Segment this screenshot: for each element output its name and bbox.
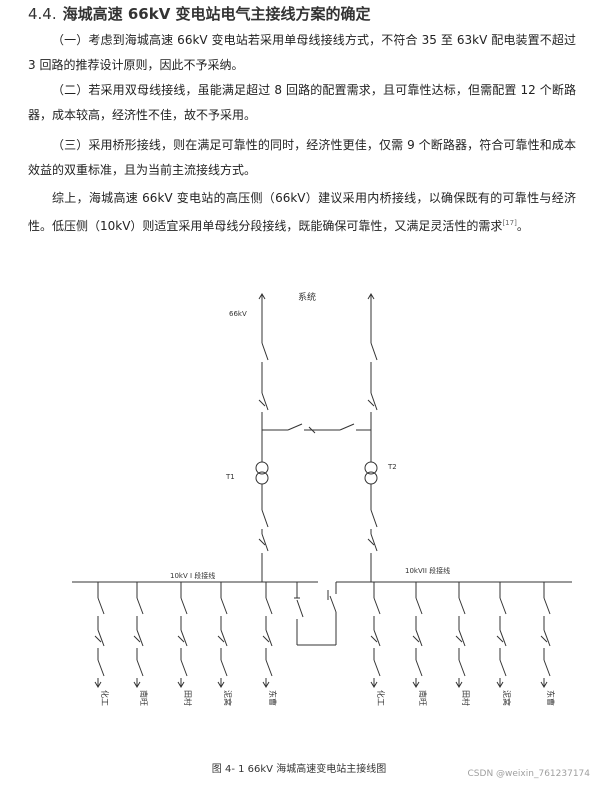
feeder-label: 南旺: [418, 690, 428, 706]
transformer-t1-label: T1: [225, 473, 235, 481]
section-title: 海城高速 66kV 变电站电气主接线方案的确定: [62, 5, 371, 23]
transformer-t1: [255, 435, 269, 500]
feeder-label: 化工: [376, 690, 386, 706]
feeder-left-4: 泥窝: [217, 582, 233, 706]
figure-caption: 图 4- 1 66kV 海城高速变电站主接线图: [211, 764, 387, 775]
incoming-arrows: [258, 293, 375, 310]
feeder-label: 东曹: [546, 690, 556, 706]
feeder-right-3: 田村: [455, 582, 471, 706]
feeder-label: 泥窝: [223, 690, 233, 706]
feeder-right-2: 南旺: [412, 582, 428, 706]
transformer-t2-label: T2: [387, 463, 397, 471]
paragraph-option-3: （三）采用桥形接线，则在满足可靠性的同时，经济性更佳，仅需 9 个断路器，符合可…: [28, 138, 576, 177]
main-wiring-diagram: 系统 66kV: [72, 291, 572, 706]
system-label: 系统: [298, 291, 316, 303]
feeder-label: 田村: [461, 690, 471, 706]
feeder-right-4: 泥窝: [496, 582, 512, 706]
right-66kv-line: [367, 310, 378, 435]
citation-ref: [17]: [502, 219, 517, 227]
section-heading: 4.4. 海城高速 66kV 变电站电气主接线方案的确定: [28, 3, 371, 24]
section-number: 4.4.: [28, 5, 57, 23]
feeder-label: 泥窝: [502, 690, 512, 706]
watermark: CSDN @weixin_761237174: [467, 769, 590, 779]
paragraph-option-2: （二）若采用双母线接线，虽能满足超过 8 回路的配置需求，且可靠性达标，但需配置…: [28, 83, 576, 122]
feeder-right-1: 化工: [370, 582, 386, 706]
feeders: 化工 南旺 田村 泥窝 东曹 化工 南旺 田村 泥窝 东曹: [94, 582, 556, 706]
paragraph-option-1: （一）考虑到海城高速 66kV 变电站若采用单母线接线方式，不符合 35 至 6…: [28, 33, 576, 72]
feeder-label: 东曹: [268, 690, 278, 706]
bus-right-label: 10kVII 段接线: [405, 566, 450, 575]
feeder-left-1: 化工: [94, 582, 110, 706]
bus-tie: [294, 582, 337, 646]
feeder-left-2: 南旺: [133, 582, 149, 706]
feeder-label: 田村: [183, 690, 193, 706]
t1-low-side: [258, 500, 269, 582]
feeder-left-3: 田村: [177, 582, 193, 706]
feeder-label: 南旺: [139, 690, 149, 706]
voltage-label: 66kV: [229, 310, 247, 318]
feeder-left-5: 东曹: [262, 582, 278, 706]
conclusion-tail: 。: [516, 219, 529, 233]
t2-low-side: [367, 500, 378, 582]
transformer-t2: [364, 435, 378, 500]
bus-left-label: 10kV I 段接线: [170, 571, 215, 580]
paragraph-conclusion: 综上，海城高速 66kV 变电站的高压侧（66kV）建议采用内桥接线，以确保既有…: [28, 186, 576, 239]
feeder-right-5: 东曹: [540, 582, 556, 706]
bridge-connection: [262, 423, 371, 434]
left-66kv-line: [258, 310, 269, 435]
conclusion-text: 综上，海城高速 66kV 变电站的高压侧（66kV）建议采用内桥接线，以确保既有…: [28, 191, 576, 233]
feeder-label: 化工: [100, 690, 110, 706]
